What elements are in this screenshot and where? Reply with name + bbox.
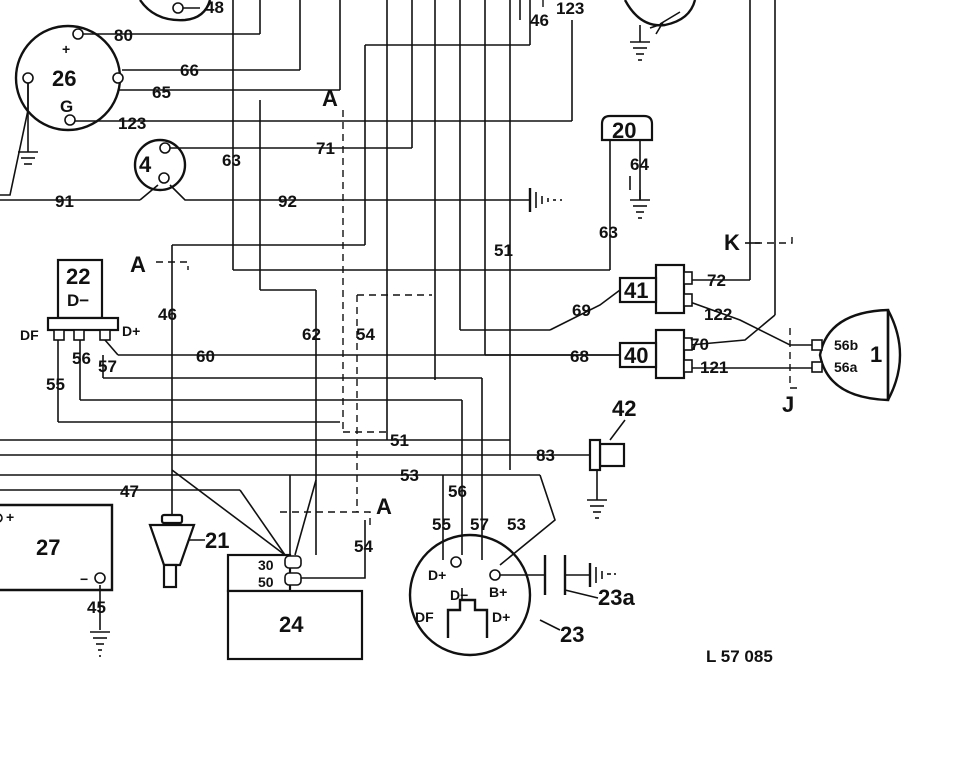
wire-label: 53 (507, 515, 526, 534)
marker-k: K (724, 230, 740, 255)
component-1-56a: 56a (834, 359, 858, 375)
component-24-label: 24 (279, 612, 304, 637)
wire-label: 48 (205, 0, 224, 17)
wire-label: 47 (120, 482, 139, 501)
component-22: 22 D− DF D+ (20, 258, 140, 343)
wire-label: 56 (72, 349, 91, 368)
component-4: 4 (133, 138, 187, 192)
wire-label: 53 (400, 466, 419, 485)
wire-label: 51 (390, 431, 409, 450)
wire-label: 63 (599, 223, 618, 242)
wire-label: 62 (302, 325, 321, 344)
wire-label: 51 (494, 241, 513, 260)
component-26: 26 + G (14, 24, 124, 132)
component-1-label: 1 (870, 342, 882, 367)
wire-labels: 48 80 66 65 123 46 123 71 63 91 92 64 63… (46, 0, 732, 617)
component-23a: 23a (543, 555, 635, 610)
wire-label: 70 (690, 335, 709, 354)
wire-label: 60 (196, 347, 215, 366)
ground-symbol-45 (90, 631, 110, 657)
component-40: 40 (618, 328, 693, 380)
wire-label: 64 (630, 155, 649, 174)
component-22-df: DF (20, 327, 39, 343)
marker-a-top: A (322, 86, 338, 111)
wire-label: 65 (152, 83, 171, 102)
component-22-label: 22 (66, 264, 90, 289)
component-23-dminus: D− (450, 587, 468, 603)
component-23-df: DF (415, 609, 434, 625)
component-26-label: 26 (52, 66, 76, 91)
wire-label: 55 (432, 515, 451, 534)
wire-label: 68 (570, 347, 589, 366)
wire-label: 121 (700, 358, 728, 377)
component-21-label: 21 (205, 528, 229, 553)
wire-label: 54 (356, 325, 375, 344)
ground-symbol-42 (587, 499, 607, 519)
wire-label: 63 (222, 151, 241, 170)
wire-label: 66 (180, 61, 199, 80)
component-41-label: 41 (624, 278, 648, 303)
component-26-plus: + (62, 41, 70, 57)
wire-label: 83 (536, 446, 555, 465)
wire-label: 55 (46, 375, 65, 394)
component-top-left (139, 0, 212, 22)
wire-label: 123 (118, 114, 146, 133)
component-1: 1 56b 56a (811, 308, 902, 402)
component-23a-label: 23a (598, 585, 635, 610)
component-23: 23 D+ D− B+ DF D+ (408, 533, 584, 657)
wire-label: 92 (278, 192, 297, 211)
wire-label: 56 (448, 482, 467, 501)
wire-lines (0, 0, 812, 631)
wire-label: 57 (98, 357, 117, 376)
component-20-label: 20 (612, 118, 636, 143)
marker-a-bottom: A (376, 494, 392, 519)
marker-j: J (782, 392, 794, 417)
ground-symbol-20 (630, 190, 650, 219)
marker-labels: A A A K J (130, 86, 794, 519)
wire-label: 123 (556, 0, 584, 18)
component-22-dminus: D− (67, 291, 89, 310)
component-41: 41 (618, 263, 693, 315)
ground-symbol-92 (528, 188, 562, 212)
component-42-label: 42 (612, 396, 636, 421)
wire-label: 91 (55, 192, 74, 211)
ground-symbol-26 (18, 150, 38, 165)
wire-label: 54 (354, 537, 373, 556)
wire-label: 45 (87, 598, 106, 617)
component-22-dplus: D+ (122, 323, 140, 339)
wire-label: 46 (158, 305, 177, 324)
dashed-lines (156, 0, 798, 525)
wire-label: 71 (316, 139, 335, 158)
wire-label: 80 (114, 26, 133, 45)
component-23-bplus: B+ (489, 584, 507, 600)
component-24-30: 30 (258, 557, 274, 573)
marker-a-left: A (130, 252, 146, 277)
component-27-minus: − (80, 571, 88, 587)
component-24: 24 30 50 (226, 553, 364, 661)
component-1-56b: 56b (834, 337, 858, 353)
component-40-label: 40 (624, 343, 648, 368)
component-23-dplus: D+ (428, 567, 446, 583)
wire-label: 57 (470, 515, 489, 534)
component-42: 42 (570, 396, 636, 472)
component-23-dplus2: D+ (492, 609, 510, 625)
wire-label: 72 (707, 271, 726, 290)
component-27-plus: + (6, 509, 14, 525)
component-23-label: 23 (560, 622, 584, 647)
component-24-50: 50 (258, 574, 274, 590)
wire-label: 46 (530, 11, 549, 30)
component-26-g: G (60, 97, 73, 116)
reference-code: L 57 085 (706, 647, 773, 666)
component-20: 20 (600, 114, 654, 190)
wire-label: 122 (704, 305, 732, 324)
component-4-label: 4 (139, 152, 152, 177)
component-top-right (623, 0, 697, 61)
wire-label: 69 (572, 301, 591, 320)
component-21: 21 (148, 513, 229, 589)
component-27: 27 + − (0, 503, 114, 592)
component-27-label: 27 (36, 535, 60, 560)
